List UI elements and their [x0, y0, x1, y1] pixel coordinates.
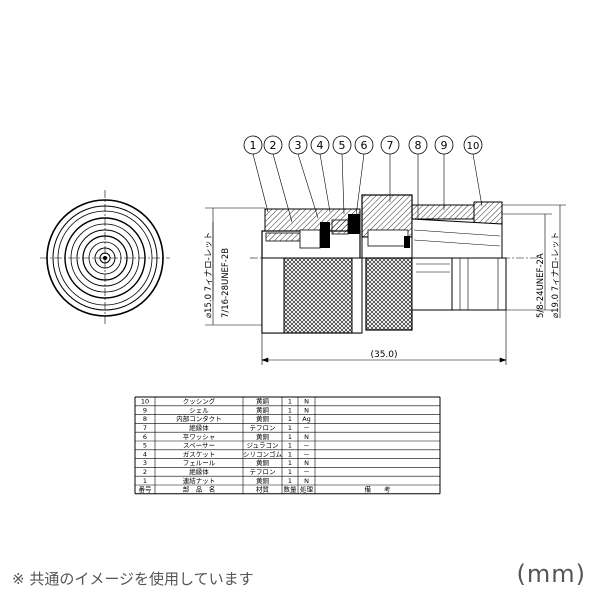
table-cell: －	[303, 424, 310, 432]
table-cell: 1	[288, 406, 292, 414]
table-cell: 1	[288, 433, 292, 441]
table-cell: N	[304, 459, 309, 467]
table-cell: 黄銅	[256, 476, 270, 485]
table-cell: －	[303, 442, 310, 450]
balloon-label: 8	[415, 139, 422, 152]
table-cell: 7	[143, 424, 147, 432]
table-cell: 1	[288, 442, 292, 450]
table-cell: 2	[143, 468, 147, 476]
table-cell: 1	[288, 415, 292, 423]
table-cell: 4	[143, 450, 147, 458]
dim-right-top: 5/8-24UNEF-2A	[536, 253, 546, 318]
balloon-8: 8	[408, 135, 428, 155]
table-cell: 1	[288, 477, 292, 485]
balloon-2: 2	[263, 135, 283, 155]
table-cell: 10	[141, 398, 149, 406]
dim-left-bottom: 7/16-28UNEF-2B	[221, 248, 231, 318]
table-cell: 黄銅	[256, 397, 270, 406]
table-cell: シェル	[189, 406, 209, 414]
dim-overall-length: (35.0)	[370, 350, 397, 360]
table-header-cell: 材質	[256, 485, 270, 494]
table-cell: N	[304, 406, 309, 414]
table-header-cell: 備 考	[365, 485, 392, 494]
balloon-label: 2	[270, 139, 277, 152]
balloon-1: 1	[243, 135, 263, 155]
table-cell: 内部コンタクト	[176, 414, 222, 423]
table-cell: クッシング	[183, 397, 216, 406]
balloon-label: 9	[441, 139, 448, 152]
table-cell: －	[303, 468, 310, 476]
table-cell: 6	[143, 433, 147, 441]
front-view	[40, 190, 170, 326]
dimension-lines	[205, 204, 566, 365]
table-cell: 8	[143, 415, 147, 423]
table-cell: スペーサー	[183, 442, 215, 450]
balloon-label: 1	[250, 139, 257, 152]
table-cell: Ag	[302, 415, 311, 423]
table-cell: N	[304, 433, 309, 441]
table-header-cell: 番号	[139, 486, 153, 494]
balloon-6: 6	[354, 135, 374, 155]
balloon-label: 6	[361, 139, 368, 152]
balloon-label: 5	[339, 139, 346, 152]
table-cell: 3	[143, 459, 147, 467]
table-cell: 1	[288, 450, 292, 458]
table-cell: テフロン	[250, 468, 276, 476]
table-cell: 平ワッシャ	[183, 433, 216, 441]
balloon-3: 3	[288, 135, 308, 155]
table-cell: －	[303, 450, 310, 458]
balloon-label: 3	[295, 139, 302, 152]
balloon-7: 7	[380, 135, 400, 155]
section-view	[250, 194, 540, 334]
table-cell: 5	[143, 442, 147, 450]
table-cell: 黄銅	[256, 432, 270, 441]
table-cell: 9	[143, 406, 147, 414]
table-cell: 1	[143, 477, 147, 485]
balloon-label: 10	[467, 141, 480, 152]
table-cell: テフロン	[250, 424, 276, 432]
table-cell: N	[304, 477, 309, 485]
table-cell: 黄銅	[256, 405, 270, 414]
table-cell: ガスケット	[183, 449, 216, 458]
table-cell: ジュラコン	[246, 442, 278, 450]
table-cell: 絶縁体	[189, 423, 209, 432]
table-cell: 1	[288, 468, 292, 476]
table-cell: 連結ナット	[183, 476, 216, 485]
table-header-cell: 処理	[300, 485, 314, 494]
table-cell: 1	[288, 459, 292, 467]
table-cell: フェルール	[183, 459, 216, 467]
balloon-5: 5	[332, 135, 352, 155]
unit-label: (mm)	[516, 560, 586, 588]
table-cell: 1	[288, 424, 292, 432]
table-cell: N	[304, 398, 309, 406]
table-header-cell: 部 品 名	[183, 485, 216, 494]
table-header-cell: 数量	[284, 485, 298, 494]
table-cell: 1	[288, 398, 292, 406]
dim-right-bottom: ⌀19.0 7ィナロ-レット	[551, 232, 561, 318]
balloon-4: 4	[310, 135, 330, 155]
dimension-texts: ⌀15.0 7ィナロ-レット 7/16-28UNEF-2B 5/8-24UNEF…	[204, 232, 561, 360]
balloon-label: 4	[317, 139, 324, 152]
footer-note: ※ 共通のイメージを使用しています	[12, 570, 254, 588]
table-cell: シリコンゴム	[243, 449, 283, 458]
table-cell: 絶縁体	[189, 467, 209, 476]
table-cell: 黄銅	[256, 414, 270, 423]
part-balloons: 1 2 3 4 5 6 7 8 9 10	[243, 135, 483, 155]
balloon-10: 10	[463, 135, 483, 155]
table-cell: 黄銅	[256, 458, 270, 467]
balloon-label: 7	[387, 139, 394, 152]
dim-left-top: ⌀15.0 7ィナロ-レット	[204, 232, 214, 318]
balloon-9: 9	[434, 135, 454, 155]
